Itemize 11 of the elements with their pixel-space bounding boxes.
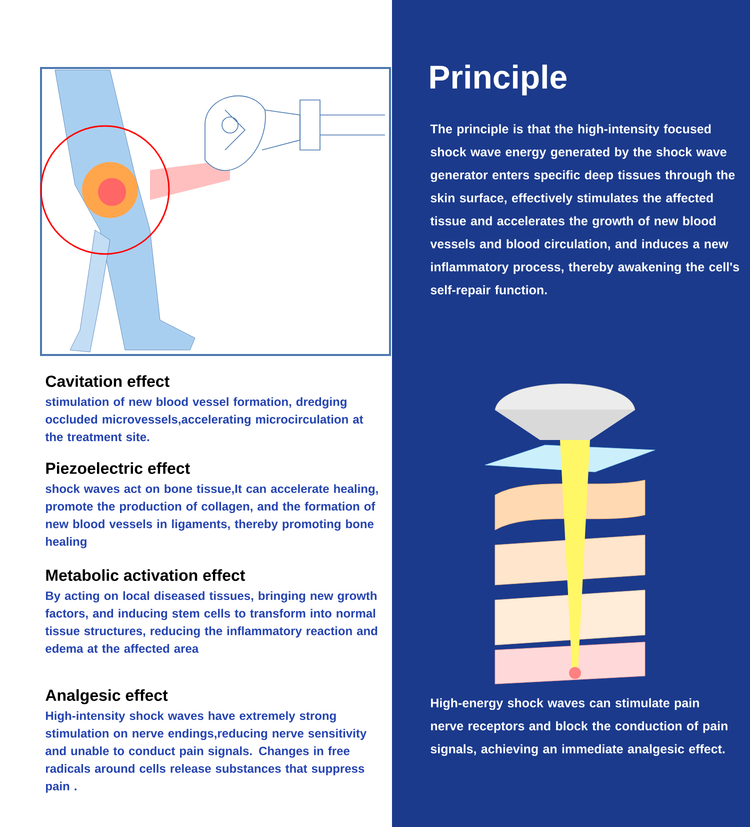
effect-heading: Metabolic activation effect (46, 569, 246, 581)
effect-description: By acting on local diseased tissues, bringing new growth factors, and inducing stem cells to transform into normal tissue structures, reducing the inflammatory reaction and edema at the affected area (45, 591, 378, 653)
heading: Principle (430, 64, 566, 96)
effect-description: High-intensity shock waves have extremely strong stimulation on nerve endings,reducing nerve sensitivity and unable to conduct pain signals. Changes in free radicals around cells release substances that suppress pain . (46, 711, 367, 793)
paragraph: The principle is that the high-intensity focused shock wave energy generated by the shock wave generator enters specific deep tissues through the skin surface, effectively stimulates the affected tissue and accelerates the growth of new blood vessels and blood circulation, and induces a new inflammatory process, thereby awakening the cell's self-repair function. (430, 124, 739, 297)
effect-heading: Piezoelectric effect (46, 462, 190, 474)
effect-heading: Cavitation effect (46, 375, 170, 387)
effect-description: shock waves act on bone tissue,It can accelerate healing, promote the production of collagen, and the formation of new blood vessels in ligaments, thereby promoting bone healing (46, 484, 378, 548)
effect-heading: Analgesic effect (46, 689, 168, 704)
effect-description: stimulation of new blood vessel formation, dredging occluded microvessels,accelerating microcirculation at the treatment site. (45, 397, 364, 442)
paragraph: High-energy shock waves can stimulate pain nerve receptors and block the conduction of pain signals, achieving an immediate analgesic effect. (430, 698, 728, 756)
